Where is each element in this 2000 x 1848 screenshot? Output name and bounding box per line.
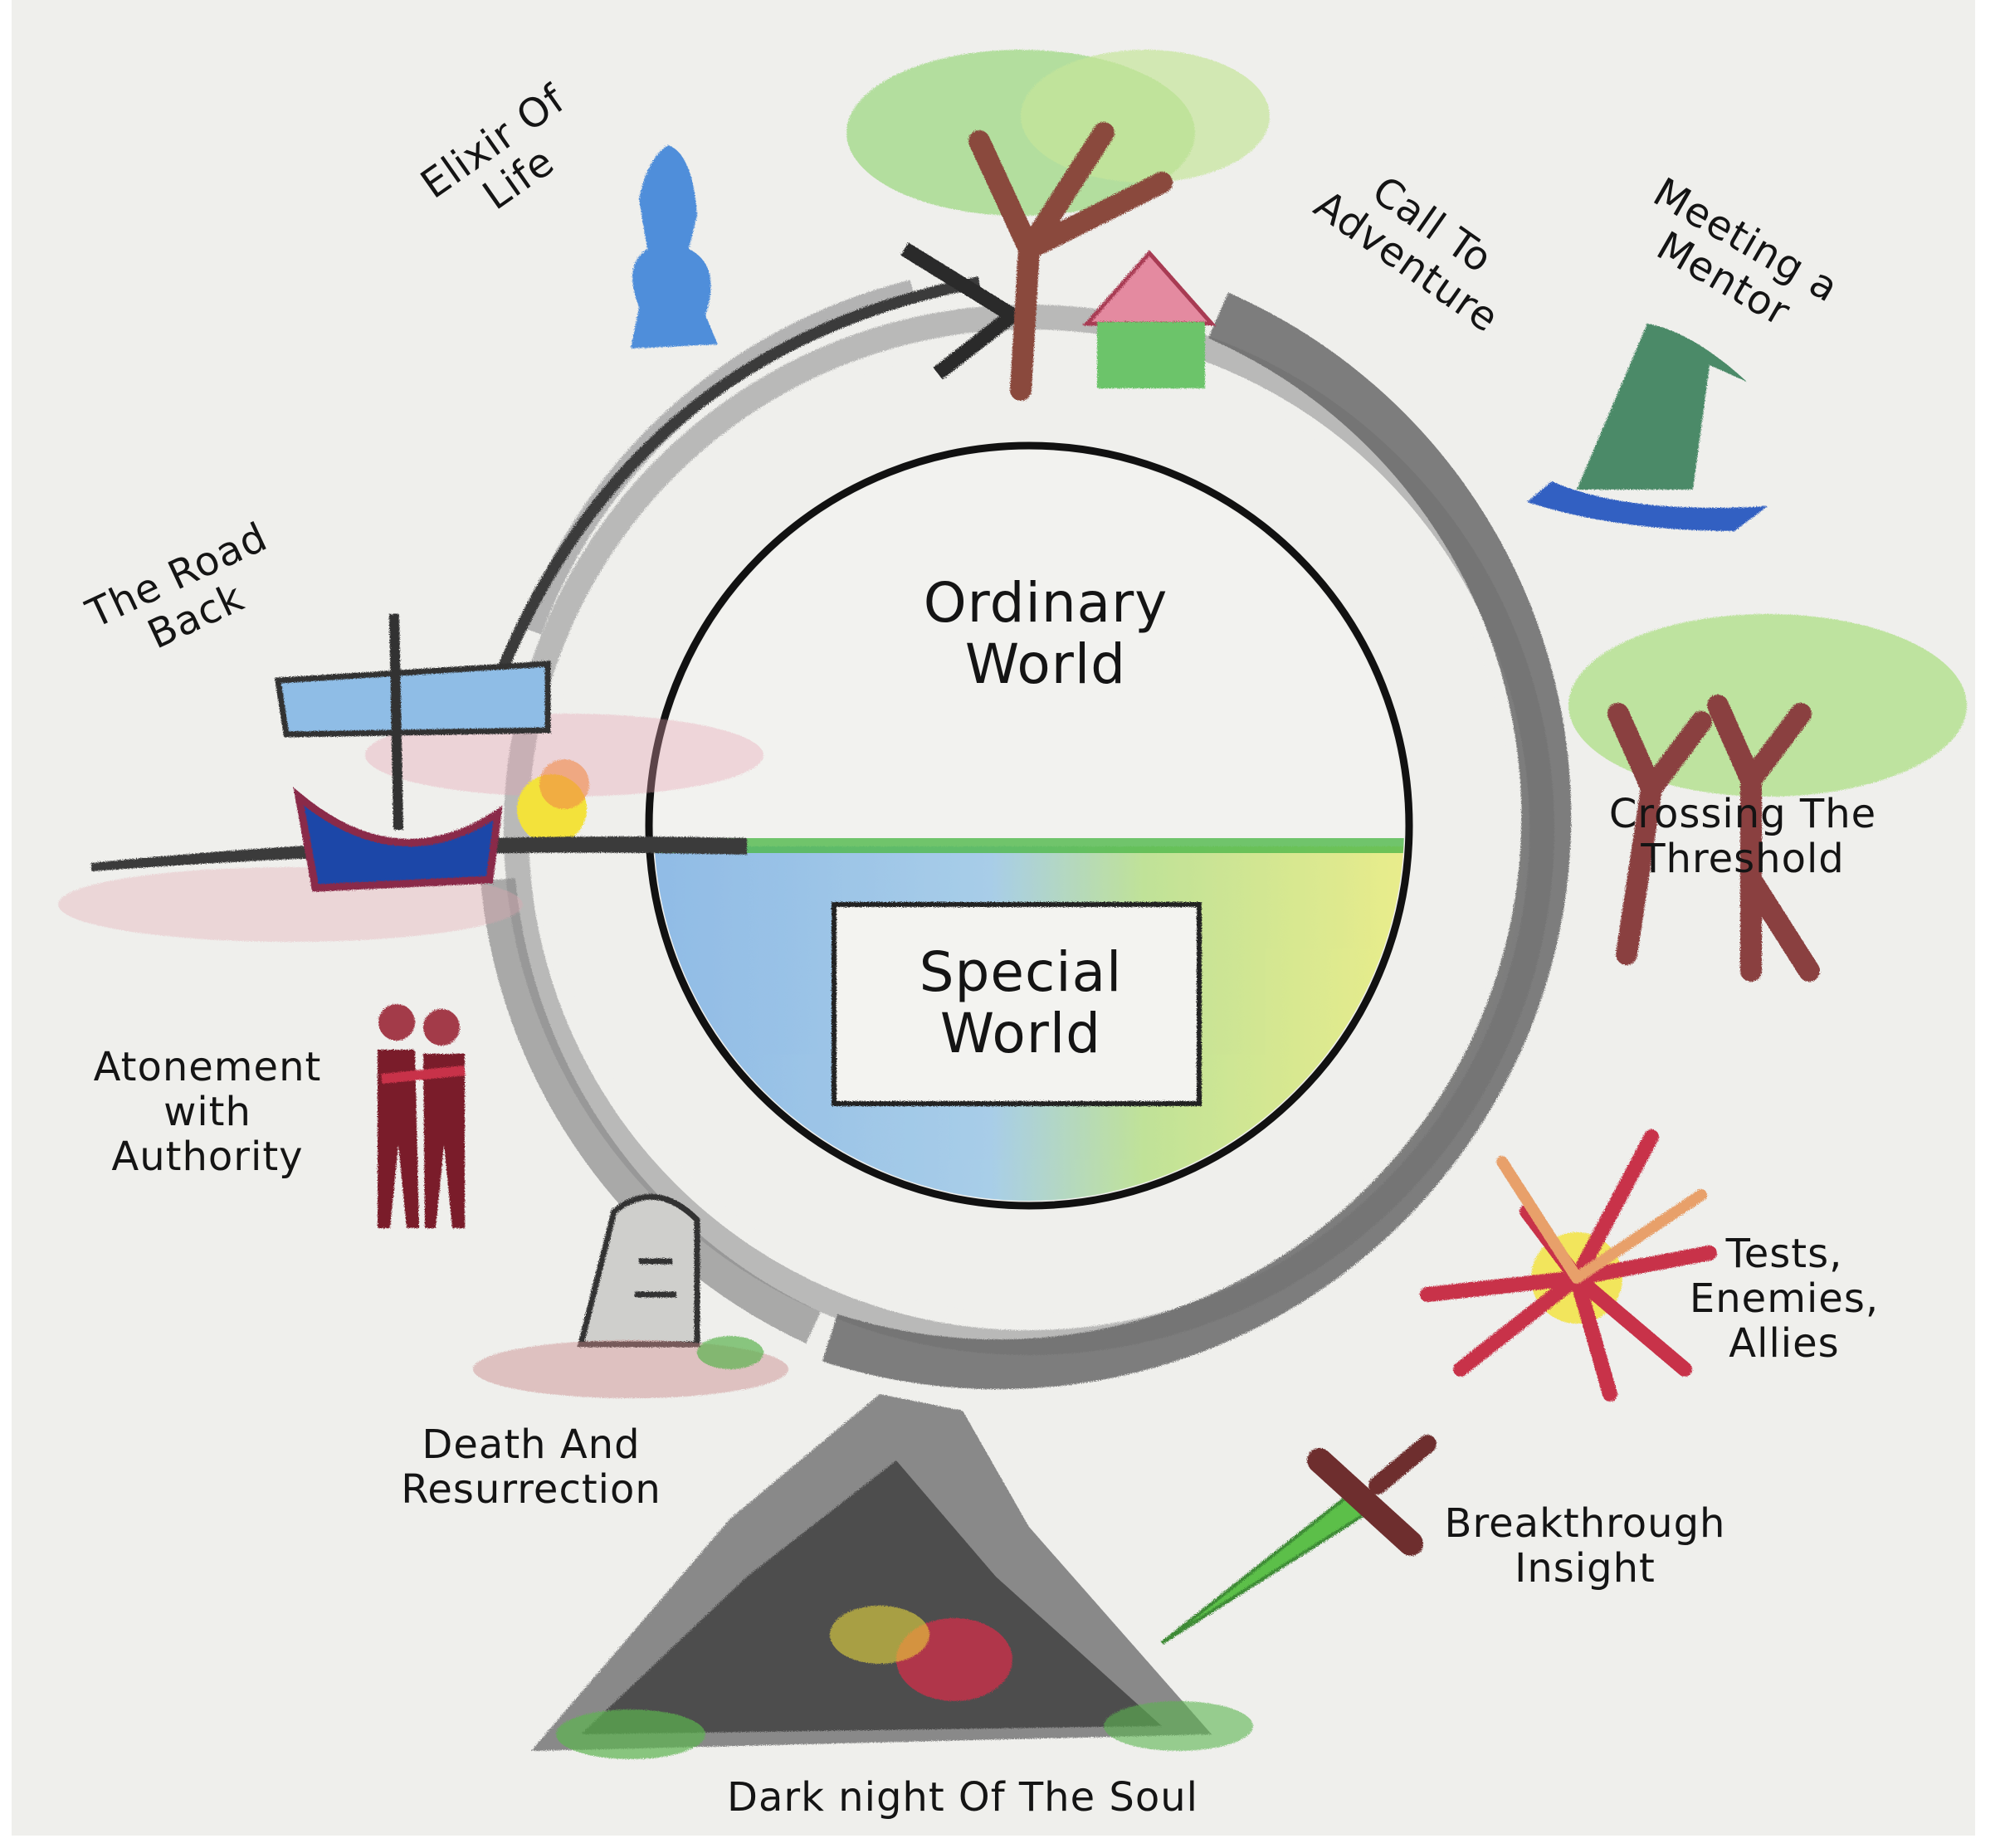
death-and-resurrection-line-2: Resurrection <box>401 1465 661 1513</box>
house-icon <box>1082 250 1217 388</box>
breakthrough-insight-line-2: Insight <box>1515 1544 1656 1592</box>
sailboat-icon <box>274 613 551 892</box>
death-and-resurrection-line-1: Death And <box>422 1421 641 1468</box>
cycle-arrow <box>492 242 1020 683</box>
death-and-resurrection-label: Death And Resurrection <box>357 1421 705 1513</box>
mountain-icon <box>531 1394 1253 1759</box>
embracing-figures-icon <box>378 1004 466 1228</box>
crossing-the-threshold-label: Crossing The Threshold <box>1577 792 1909 882</box>
special-world-line-2: World <box>939 1001 1102 1065</box>
special-world-label: Special World <box>880 942 1162 1065</box>
special-world-box <box>832 902 1202 1106</box>
tombstone-icon <box>473 1193 788 1398</box>
atonement-with-authority-line-3: Authority <box>111 1133 304 1180</box>
atonement-with-authority-label: Atonement with Authority <box>66 1044 349 1180</box>
crossing-the-threshold-line-2: Threshold <box>1641 835 1845 882</box>
dark-night-of-the-soul-line-1: Dark night Of The Soul <box>727 1774 1198 1821</box>
ordinary-world-line-1: Ordinary <box>923 571 1168 635</box>
ordinary-world-label: Ordinary World <box>888 573 1203 695</box>
tests-enemies-allies-line-3: Allies <box>1729 1319 1840 1367</box>
tests-enemies-allies-line-2: Enemies, <box>1689 1275 1880 1322</box>
dark-night-of-the-soul-label: Dark night Of The Soul <box>647 1774 1278 1821</box>
tree-icon <box>846 50 1270 401</box>
special-world-line-1: Special <box>919 940 1123 1004</box>
atonement-with-authority-line-1: Atonement <box>93 1044 322 1090</box>
breakthrough-insight-label: Breakthrough Insight <box>1411 1500 1759 1592</box>
atonement-with-authority-line-2: with <box>163 1088 251 1135</box>
explosion-icon <box>1420 1129 1717 1402</box>
ordinary-world-line-2: World <box>964 631 1127 696</box>
elixir-bottle-icon <box>631 145 718 349</box>
wizard-hat-icon <box>1527 324 1768 531</box>
inner-ring <box>645 441 1413 1210</box>
crossing-the-threshold-line-1: Crossing The <box>1608 791 1877 837</box>
sword-icon <box>1160 1435 1437 1645</box>
breakthrough-insight-line-1: Breakthrough <box>1444 1500 1726 1547</box>
tests-enemies-allies-label: Tests, Enemies, Allies <box>1660 1231 1909 1367</box>
tests-enemies-allies-line-1: Tests, <box>1725 1231 1843 1277</box>
twin-trees-icon <box>1568 614 1967 982</box>
